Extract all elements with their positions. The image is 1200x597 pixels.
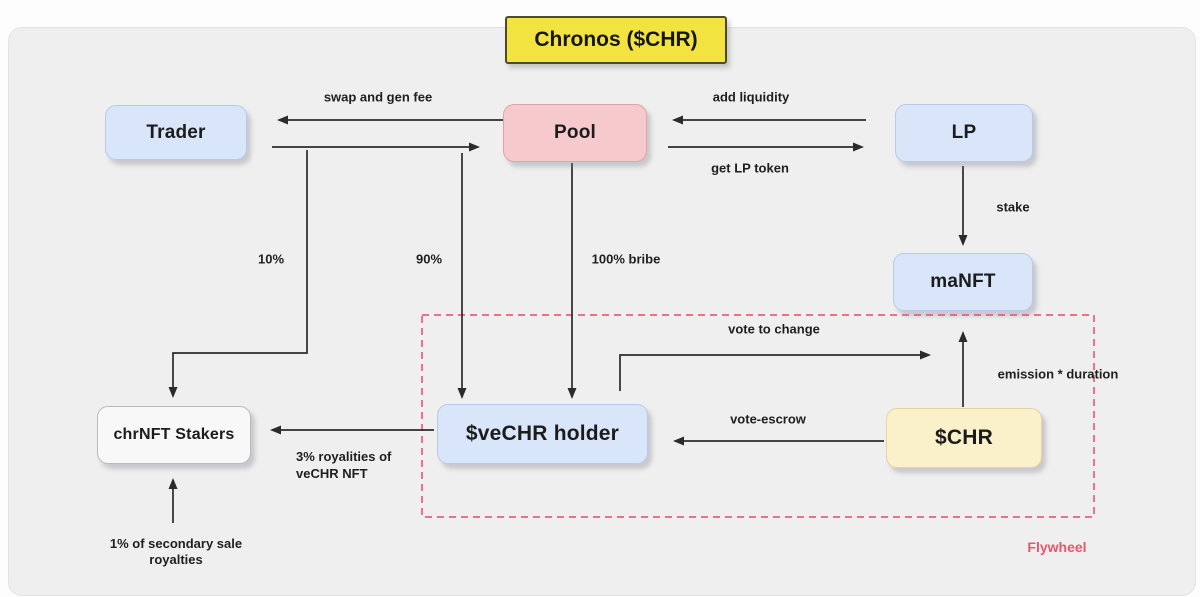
flywheel-boundary — [421, 314, 1095, 518]
label-stake: stake — [996, 199, 1030, 215]
node-vechr-holder-label: $veCHR holder — [465, 422, 620, 445]
node-chrnft-stakers-label: chrNFT Stakers — [113, 426, 235, 443]
node-manft: maNFT — [893, 253, 1033, 311]
node-lp: LP — [895, 104, 1033, 162]
label-emission-duration: emission * duration — [997, 366, 1119, 382]
edge-vote-to-change — [619, 350, 931, 391]
label-3pct-royalties: 3% royalities of veCHR NFT — [296, 449, 392, 481]
label-10pct: 10% — [257, 251, 285, 267]
label-vote-escrow: vote-escrow — [730, 411, 806, 427]
node-chrnft-stakers: chrNFT Stakers — [97, 406, 251, 464]
node-pool-label: Pool — [554, 122, 596, 143]
edge-10pct-to-chrnft-stakers — [168, 150, 308, 398]
node-chr-label: $CHR — [935, 426, 993, 449]
label-add-liquidity: add liquidity — [712, 89, 790, 105]
label-100pct-bribe: 100% bribe — [591, 251, 661, 267]
label-get-lp-token: get LP token — [711, 160, 789, 176]
flywheel-label: Flywheel — [1027, 539, 1087, 555]
node-trader-label: Trader — [146, 121, 206, 143]
node-trader: Trader — [105, 105, 247, 160]
node-lp-label: LP — [951, 122, 977, 143]
node-vechr-holder: $veCHR holder — [437, 404, 648, 464]
title-box: Chronos ($CHR) — [505, 16, 727, 64]
node-manft-label: maNFT — [930, 271, 996, 292]
label-1pct-secondary-sale: 1% of secondary sale royalties — [109, 536, 243, 567]
label-90pct: 90% — [415, 251, 443, 267]
node-pool: Pool — [503, 104, 647, 162]
label-swap-and-gen-fee: swap and gen fee — [323, 89, 433, 105]
label-vote-to-change: vote to change — [728, 321, 820, 337]
page-title: Chronos ($CHR) — [534, 28, 698, 51]
node-chr: $CHR — [886, 408, 1042, 468]
